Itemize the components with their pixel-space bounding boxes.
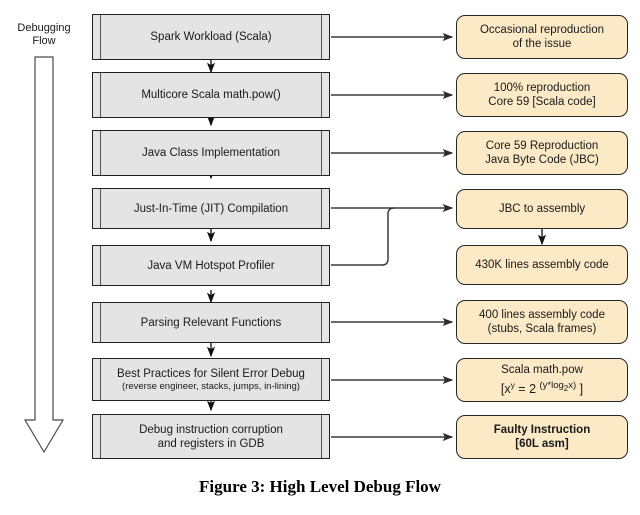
- result-label: JBC to assembly: [498, 202, 586, 215]
- figure-caption: Figure 3: High Level Debug Flow: [199, 477, 441, 496]
- process-label: Parsing Relevant Functions: [140, 316, 282, 329]
- process-label: Spark Workload (Scala): [150, 31, 272, 43]
- process-step-java-class-impl[interactable]: Java Class Implementation: [92, 130, 330, 176]
- formula-open-bracket: [: [500, 381, 505, 396]
- formula-base: x: [504, 381, 511, 396]
- process-label: Multicore Scala math.pow(): [141, 89, 281, 101]
- result-label: 400 lines assembly code: [479, 308, 605, 321]
- result-occasional-reproduction[interactable]: Occasional reproduction of the issue: [456, 15, 628, 59]
- debugging-flow-arrow: [23, 56, 65, 454]
- result-formula: [xy = 2 (y*log2x) ]: [501, 378, 583, 397]
- process-step-parsing-functions[interactable]: Parsing Relevant Functions: [92, 302, 330, 343]
- result-label: Scala math.pow: [501, 364, 583, 377]
- result-scala-math-pow-formula[interactable]: Scala math.pow [xy = 2 (y*log2x) ]: [456, 358, 628, 402]
- debugging-flow-label: Debugging Flow: [17, 22, 71, 47]
- process-step-spark-workload[interactable]: Spark Workload (Scala): [92, 14, 330, 60]
- process-label: Debug instruction corruption: [139, 423, 283, 436]
- result-label: 430K lines assembly code: [475, 258, 609, 271]
- process-label: Java Class Implementation: [141, 147, 281, 159]
- result-sublabel: Core 59 [Scala code]: [488, 96, 596, 108]
- result-label: 100% reproduction: [493, 81, 591, 94]
- merged-jit-hotspot-connector: [331, 203, 454, 266]
- formula-exponent-arg: x): [568, 379, 577, 391]
- process-to-result-connectors: [331, 32, 454, 442]
- result-label: Faulty Instruction: [493, 423, 591, 436]
- process-step-hotspot-profiler[interactable]: Java VM Hotspot Profiler: [92, 245, 330, 286]
- process-step-jit-compilation[interactable]: Just-In-Time (JIT) Compilation: [92, 188, 330, 229]
- result-sublabel: (stubs, Scala frames): [487, 323, 597, 335]
- result-full-reproduction[interactable]: 100% reproduction Core 59 [Scala code]: [456, 73, 628, 117]
- formula-log-base: 2: [563, 383, 569, 393]
- result-faulty-instruction[interactable]: Faulty Instruction [60L asm]: [456, 415, 628, 459]
- process-step-debug-gdb[interactable]: Debug instruction corruption and registe…: [92, 414, 330, 459]
- result-core59-jbc[interactable]: Core 59 Reproduction Java Byte Code (JBC…: [456, 131, 628, 175]
- process-label: Java VM Hotspot Profiler: [147, 259, 275, 272]
- result-sublabel: of the issue: [512, 38, 572, 50]
- result-label: Occasional reproduction: [479, 23, 604, 36]
- result-label: Core 59 Reproduction: [485, 139, 599, 152]
- formula-exponent-open: (: [539, 379, 543, 391]
- result-assembly-400-lines[interactable]: 400 lines assembly code (stubs, Scala fr…: [456, 300, 628, 344]
- formula-base-exponent: y: [510, 379, 515, 390]
- process-step-multicore-math-pow[interactable]: Multicore Scala math.pow(): [92, 72, 330, 118]
- process-sublabel: (reverse engineer, stacks, jumps, in-lin…: [122, 380, 300, 392]
- process-label: Just-In-Time (JIT) Compilation: [133, 202, 289, 215]
- process-label: Best Practices for Silent Error Debug: [117, 367, 305, 380]
- result-jbc-to-assembly[interactable]: JBC to assembly: [456, 189, 628, 229]
- formula-close-bracket: ]: [579, 381, 584, 396]
- formula-exponent: (y*log2x): [539, 379, 577, 393]
- formula-exponent-mul: y*log: [542, 379, 564, 391]
- process-step-best-practices[interactable]: Best Practices for Silent Error Debug (r…: [92, 358, 330, 401]
- process-sublabel: and registers in GDB: [157, 437, 265, 450]
- formula-equals: = 2: [514, 381, 540, 396]
- result-assembly-430k[interactable]: 430K lines assembly code: [456, 245, 628, 285]
- result-sublabel: Java Byte Code (JBC): [485, 154, 599, 166]
- result-sublabel: [60L asm]: [515, 438, 569, 450]
